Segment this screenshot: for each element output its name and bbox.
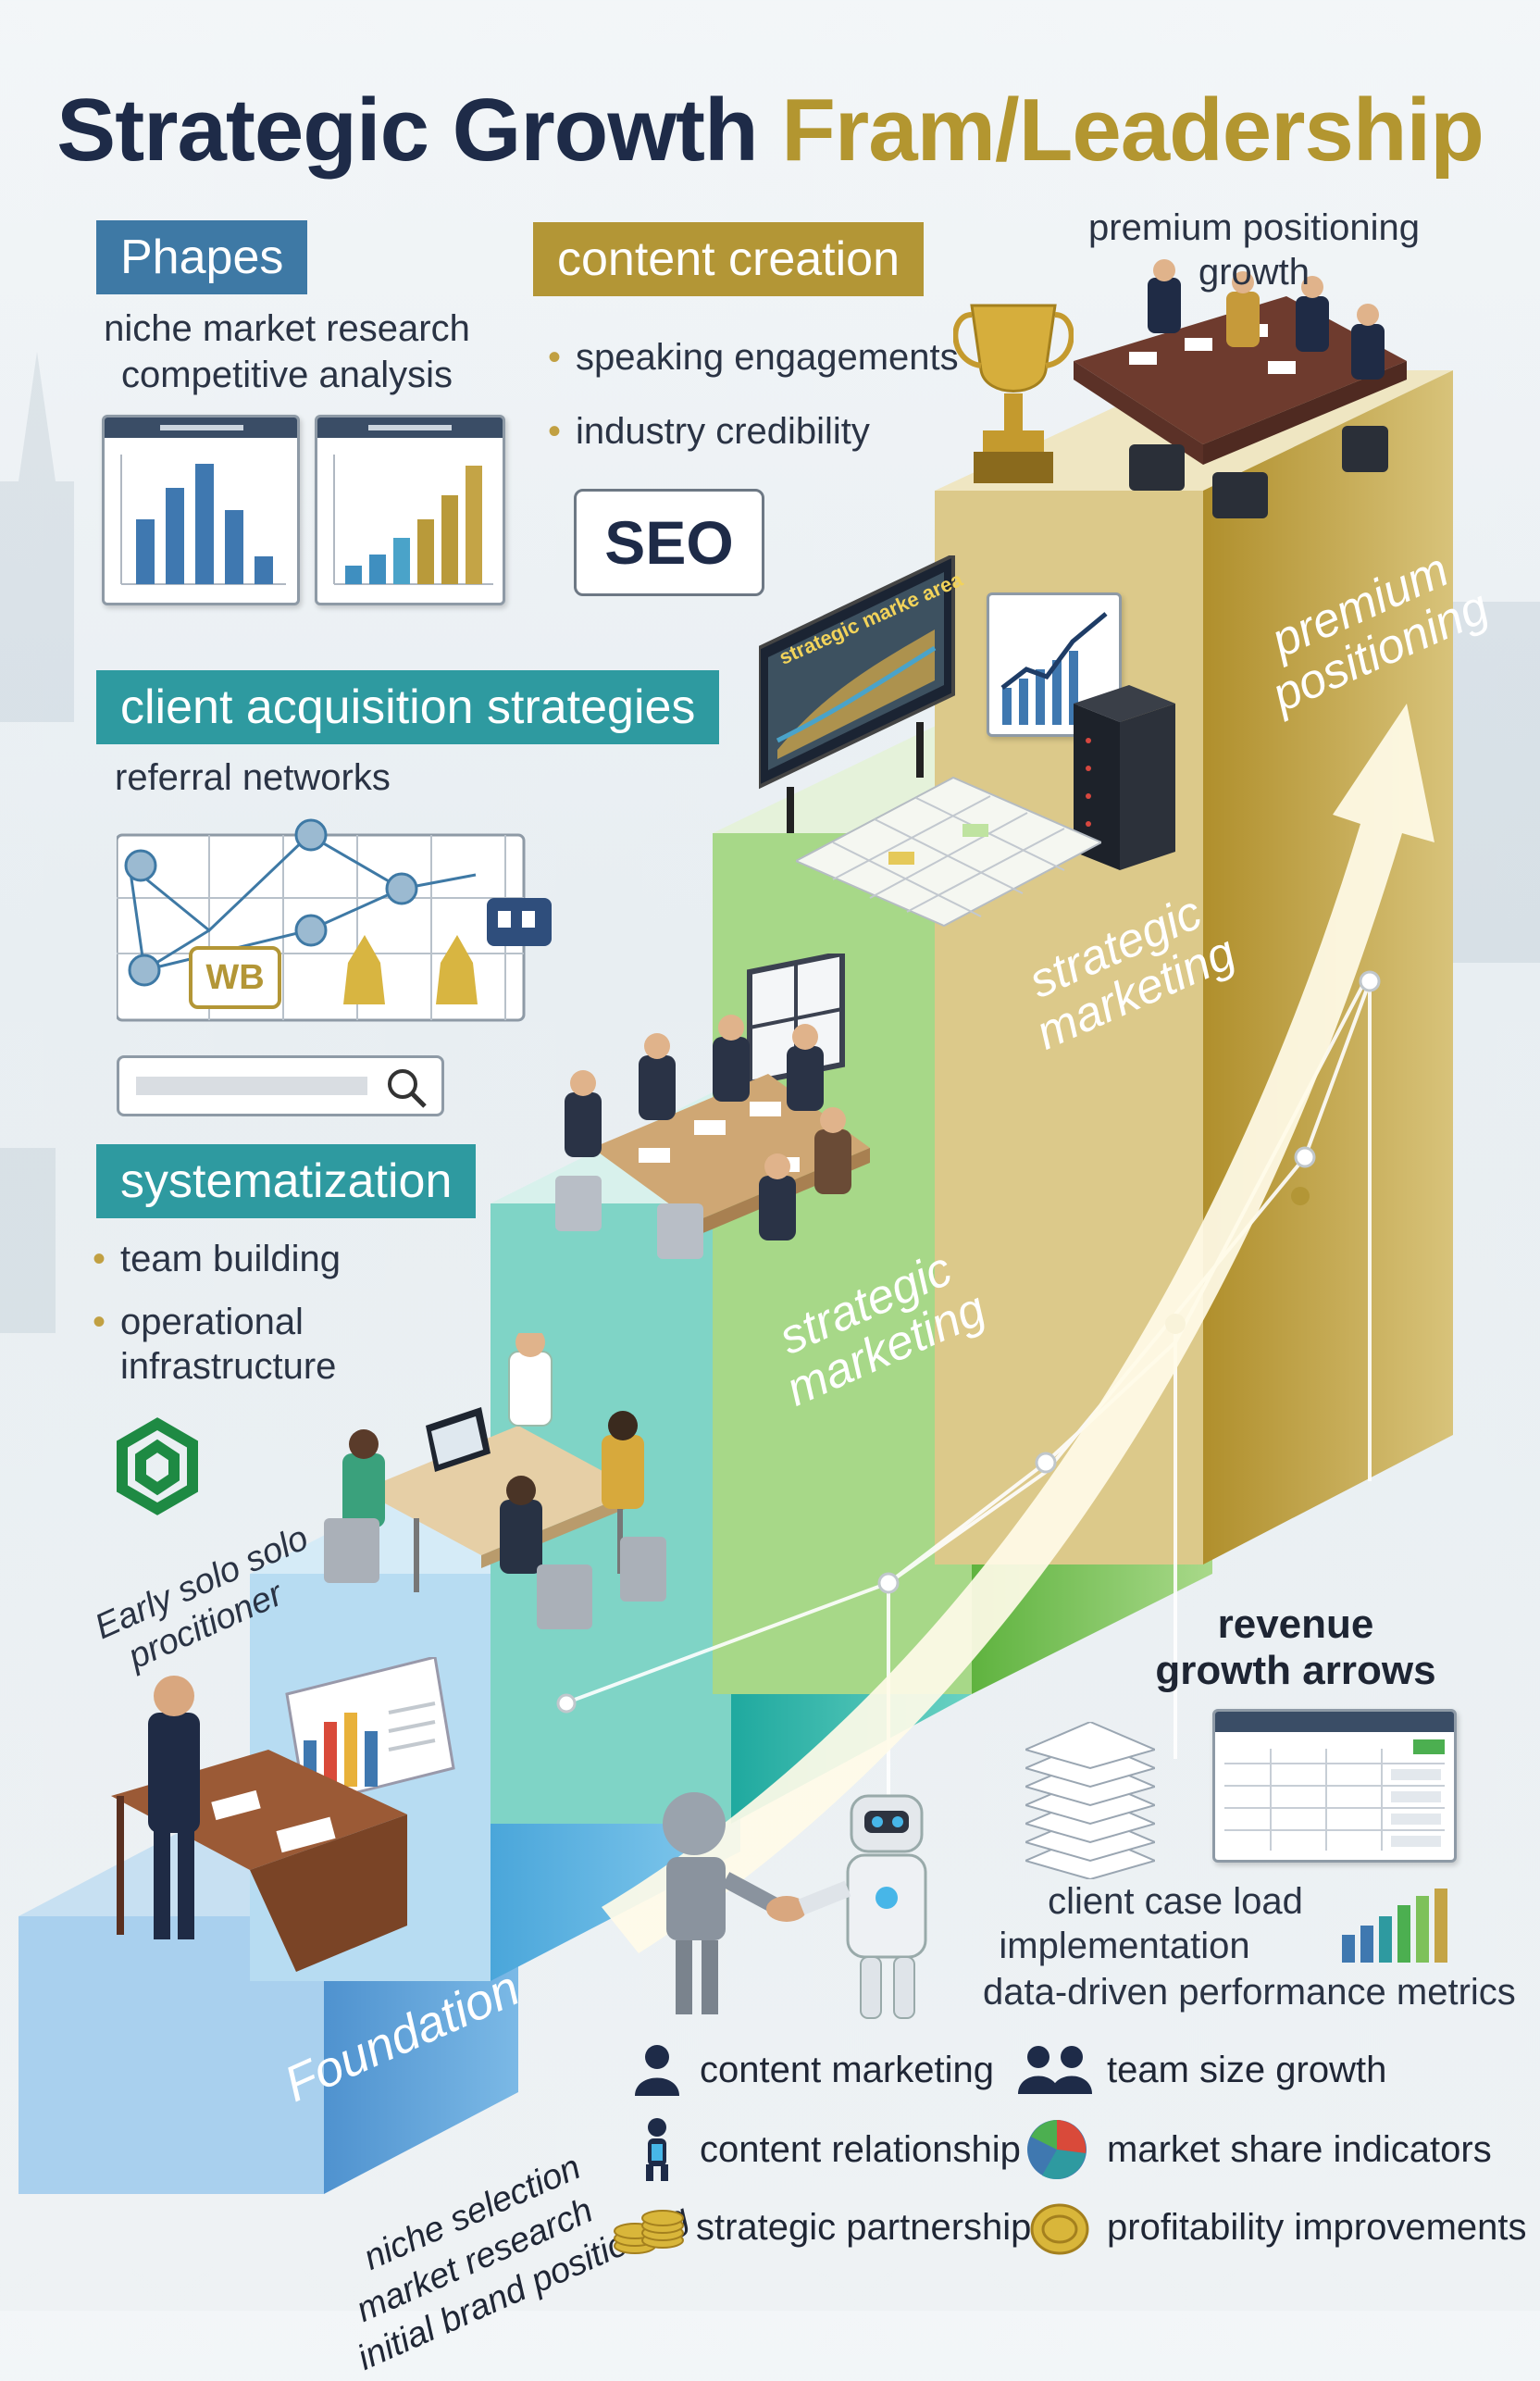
legend-item-content-relationship: content relationship [629,2116,1021,2181]
referral-networks-text: referral networks [115,757,391,798]
speaking-engagements-bullet: speaking engagements [548,337,959,379]
team-meeting-illustration [555,954,870,1259]
legend-item-profitability-improvements: profitability improvements [1027,2194,1527,2259]
systematization-tag: systematization [96,1144,477,1218]
search-icon [388,1069,427,1108]
page-title: Strategic Growth Fram/Leadership [56,81,1484,180]
team-building-bullet: team building [93,1239,341,1280]
step-1-front [19,1916,324,2194]
spreadsheet-panel [1212,1709,1457,1863]
seo-badge: SEO [574,489,764,596]
legend-item-market-share-indicators: market share indicators [1018,2120,1492,2185]
search-input[interactable] [117,1055,444,1116]
client-case-load-text: client case load implementation [999,1881,1303,1966]
content-creation-tag: content creation [533,222,925,296]
presenter-desk-illustration [111,1657,455,1972]
server-rack-icon [1074,685,1175,870]
pie-chart-icon [1027,2120,1087,2179]
strategy-monitor-illustration [759,555,955,833]
document-stack-icon [1025,1722,1155,1879]
robot-handshake-illustration [663,1792,927,2019]
bar-chart-panel-left [102,415,300,605]
operational-bullet: operational [93,1302,304,1343]
bar-chart-panel-right [315,415,505,605]
revenue-growth-heading: revenue growth arrows [1155,1602,1436,1693]
legend-item-strategic-partnerships: strategic partnerships [611,2194,1049,2259]
handshake-person-icon [646,2118,668,2181]
boardroom-meeting-illustration [1074,259,1407,518]
legend-item-team-size-growth: team size growth [1018,2042,1444,2098]
infrastructure-text: infrastructure [120,1346,337,1387]
phases-tag: Phapes [96,220,308,294]
legend-item-content-marketing: content marketing [629,2042,1000,2098]
small-team-laptop-illustration [324,1333,666,1629]
bar-chart-icon [1342,1889,1447,1963]
premium-positioning-growth-text: premium positioning growth [1088,207,1420,293]
wb-badge: WB [189,946,281,1009]
industry-credibility-bullet: industry credibility [548,411,870,453]
green-logo-icon [117,1417,198,1515]
data-driven-metrics-text: data-driven performance metrics [983,1972,1516,2013]
line-chart-panel [987,592,1122,737]
planning-grid-illustration [796,776,1101,928]
client-acquisition-tag: client acquisition strategies [96,670,720,744]
trophy-icon [953,304,1074,483]
phases-lines: niche market research competitive analys… [104,308,470,395]
team-icon [1018,2046,1092,2094]
coins-icon [614,2210,684,2254]
coin-icon [1030,2203,1089,2255]
person-icon [635,2045,679,2096]
